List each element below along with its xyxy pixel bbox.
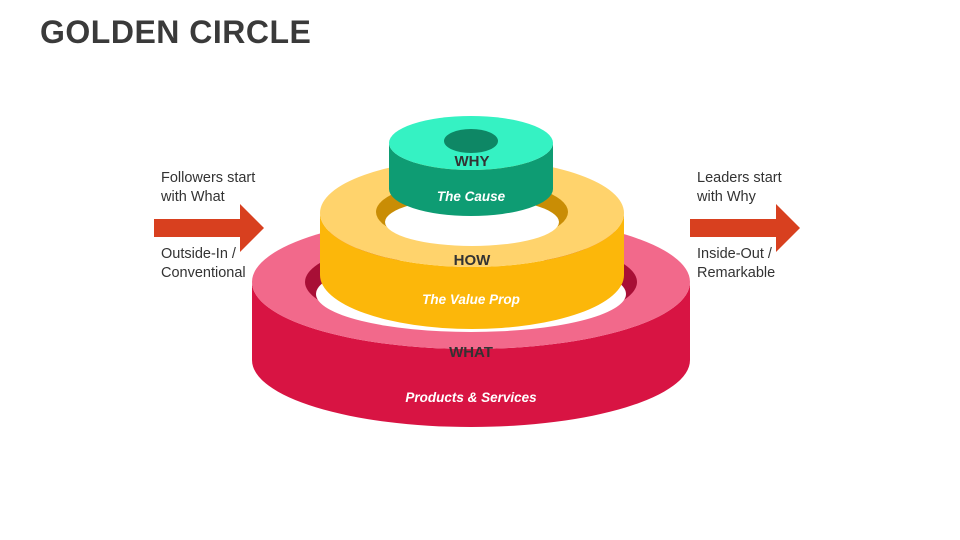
right-top-text: Leaders start with Why: [697, 169, 782, 207]
how-sublabel: The Value Prop: [422, 292, 520, 307]
right-bottom-line2: Remarkable: [697, 265, 776, 281]
why-ring: [389, 116, 553, 216]
right-top-line1: Leaders start: [697, 170, 782, 186]
right-arrow: [690, 204, 800, 252]
right-top-line2: with Why: [697, 189, 756, 205]
right-bottom-line1: Inside-Out /: [697, 246, 772, 262]
why-label: WHY: [455, 153, 490, 170]
left-bottom-line2: Conventional: [161, 265, 246, 281]
how-label: HOW: [454, 252, 492, 269]
right-bottom-text: Inside-Out / Remarkable: [697, 245, 775, 283]
page-title: GOLDEN CIRCLE: [40, 14, 312, 50]
left-top-text: Followers start with What: [161, 169, 255, 207]
why-sublabel: The Cause: [437, 189, 506, 204]
what-sublabel: Products & Services: [405, 390, 537, 405]
left-bottom-line1: Outside-In /: [161, 246, 236, 262]
left-arrow: [154, 204, 264, 252]
what-label: WHAT: [449, 344, 493, 361]
left-top-line1: Followers start: [161, 170, 256, 186]
left-top-line2: with What: [161, 189, 225, 205]
left-bottom-text: Outside-In / Conventional: [161, 245, 246, 283]
